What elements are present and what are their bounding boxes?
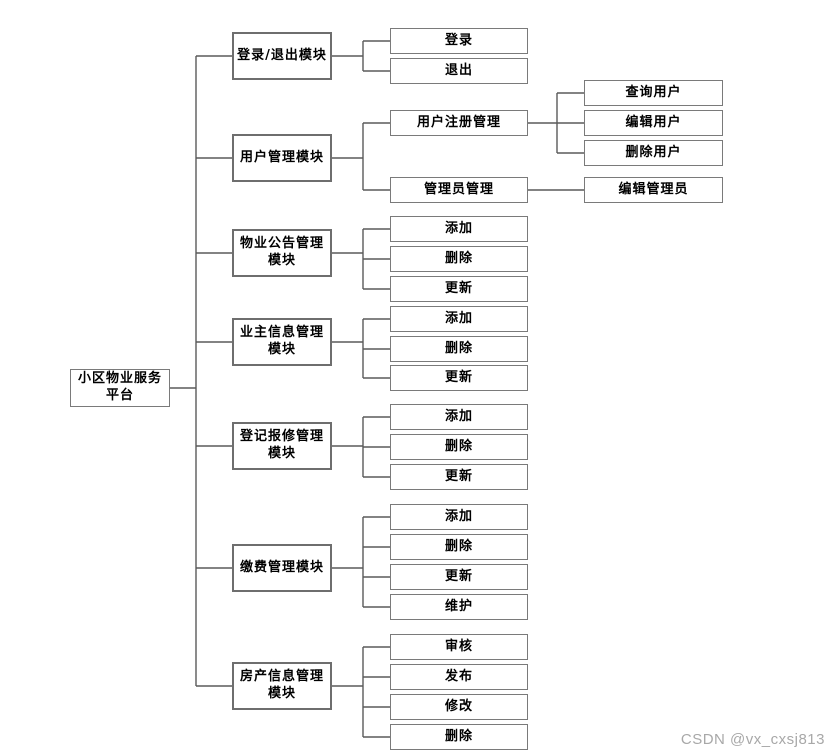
node-root: 小区物业服务平台 (70, 369, 170, 407)
node-repair-update: 更新 (390, 464, 528, 490)
node-notice-delete: 删除 (390, 246, 528, 272)
node-house-audit: 审核 (390, 634, 528, 660)
watermark: CSDN @vx_cxsj813 (680, 731, 825, 748)
node-repair-delete: 删除 (390, 434, 528, 460)
node-query-user: 查询用户 (584, 80, 723, 106)
node-repair-add: 添加 (390, 404, 528, 430)
node-module-user-management: 用户管理模块 (232, 134, 332, 182)
node-notice-add: 添加 (390, 216, 528, 242)
node-notice-update: 更新 (390, 276, 528, 302)
node-house-delete: 删除 (390, 724, 528, 750)
node-module-login-logout: 登录/退出模块 (232, 32, 332, 80)
node-edit-admin: 编辑管理员 (584, 177, 723, 203)
node-user-register-mgmt: 用户注册管理 (390, 110, 528, 136)
node-module-owner-info: 业主信息管理模块 (232, 318, 332, 366)
node-edit-user: 编辑用户 (584, 110, 723, 136)
node-owner-add: 添加 (390, 306, 528, 332)
node-module-repair-register: 登记报修管理模块 (232, 422, 332, 470)
node-delete-user: 删除用户 (584, 140, 723, 166)
node-payment-add: 添加 (390, 504, 528, 530)
node-admin-mgmt: 管理员管理 (390, 177, 528, 203)
node-payment-update: 更新 (390, 564, 528, 590)
node-payment-delete: 删除 (390, 534, 528, 560)
node-payment-maintain: 维护 (390, 594, 528, 620)
node-login: 登录 (390, 28, 528, 54)
node-module-payment: 缴费管理模块 (232, 544, 332, 592)
node-module-house-info: 房产信息管理模块 (232, 662, 332, 710)
node-house-publish: 发布 (390, 664, 528, 690)
node-owner-update: 更新 (390, 365, 528, 391)
node-house-modify: 修改 (390, 694, 528, 720)
node-logout: 退出 (390, 58, 528, 84)
node-owner-delete: 删除 (390, 336, 528, 362)
node-module-property-notice: 物业公告管理模块 (232, 229, 332, 277)
